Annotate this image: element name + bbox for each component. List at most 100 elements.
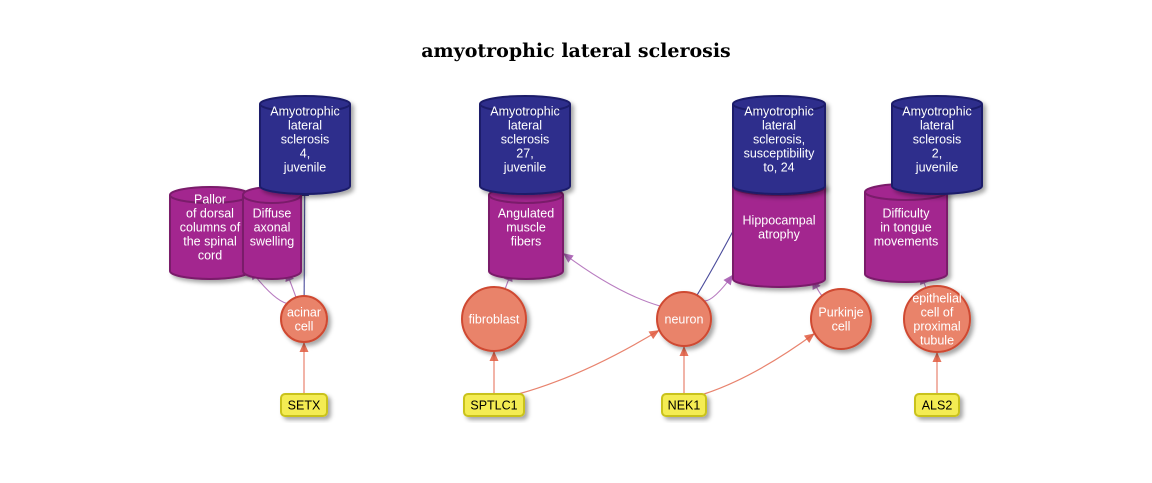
disease-cylinder-body <box>479 104 571 195</box>
node-label-line: swelling <box>250 235 295 249</box>
node-label-line: in tongue <box>880 221 931 235</box>
edge-arrowhead <box>563 253 574 263</box>
edge-g2-c2 <box>489 351 499 394</box>
edge-g3-c3 <box>679 346 689 394</box>
edge-c3-p3 <box>562 252 661 307</box>
gene-box <box>280 393 328 417</box>
gene-box <box>661 393 707 417</box>
node-label-line: Hippocampal <box>743 214 816 228</box>
phenotype-cylinder-body <box>864 192 948 283</box>
node-label-line: lateral <box>920 119 954 133</box>
node-label-line: Angulated <box>498 207 554 221</box>
node-label-line: susceptibility <box>744 147 816 161</box>
cell-circle <box>461 286 527 352</box>
node-label-line: SETX <box>288 399 321 413</box>
node-label-line: lateral <box>508 119 542 133</box>
edge-arrowhead <box>932 352 942 362</box>
node-label-line: neuron <box>665 313 704 327</box>
disease-cylinder-top <box>479 95 571 113</box>
node-label-line: 27, <box>516 147 533 161</box>
cell-node-c3[interactable]: neuron <box>656 291 712 347</box>
node-label-line: Amyotrophic <box>270 105 339 119</box>
node-label-line: movements <box>874 235 939 249</box>
gene-box <box>914 393 960 417</box>
node-label-line: Diffuse <box>253 207 292 221</box>
node-label-line: fibroblast <box>469 313 520 327</box>
node-label-line: epithelial <box>912 292 961 306</box>
node-label-line: juvenile <box>915 161 958 175</box>
phenotype-cylinder-body <box>732 187 826 288</box>
node-label-line: the spinal <box>183 235 237 249</box>
cell-node-c2[interactable]: fibroblast <box>461 286 527 352</box>
gene-node-g2[interactable]: SPTLC1 <box>463 393 525 417</box>
node-label-line: cell <box>295 320 314 334</box>
node-label-line: Difficulty <box>882 207 930 221</box>
gene-node-g3[interactable]: NEK1 <box>661 393 707 417</box>
node-label-line: SPTLC1 <box>470 399 517 413</box>
node-label-line: Pallor <box>194 193 226 207</box>
cell-circle <box>280 295 328 343</box>
edge-arrowhead <box>679 346 689 356</box>
disease-cylinder-top <box>891 95 983 113</box>
edge-g3-c4 <box>703 332 816 395</box>
edge-line <box>518 329 660 395</box>
edge-arrowhead <box>723 274 733 286</box>
phenotype-cylinder-body <box>488 195 564 280</box>
node-label-line: to, 24 <box>763 161 794 175</box>
node-label-line: cord <box>198 249 222 263</box>
edge-arrowhead <box>489 351 499 361</box>
node-label-line: 2, <box>932 147 942 161</box>
edge-g1-c1 <box>299 342 309 394</box>
cell-circle <box>810 288 872 350</box>
edge-line <box>303 185 306 297</box>
node-label-line: Amyotrophic <box>490 105 559 119</box>
node-label-line: 4, <box>300 147 310 161</box>
disease-node-d3[interactable]: Amyotrophiclateralsclerosis,susceptibili… <box>732 95 826 195</box>
node-label-line: sclerosis <box>913 133 962 147</box>
edge-c3-p4 <box>703 274 734 302</box>
disease-cylinder-body <box>891 104 983 195</box>
node-label-line: tubule <box>920 334 954 348</box>
disease-cylinder-top <box>259 95 351 113</box>
node-label-line: Amyotrophic <box>744 105 813 119</box>
node-label-line: fibers <box>511 235 542 249</box>
disease-cylinder-body <box>732 104 826 195</box>
edge-arrowhead <box>299 342 309 352</box>
node-label-line: NEK1 <box>668 399 701 413</box>
edge-arrowhead <box>803 333 815 343</box>
phenotype-cylinder-body <box>242 195 302 280</box>
edge-g2-c3 <box>518 329 660 395</box>
node-label-line: juvenile <box>503 161 546 175</box>
node-label-line: proximal <box>913 320 960 334</box>
node-label-line: of dorsal <box>186 207 234 221</box>
cell-circle <box>903 285 971 353</box>
gene-node-g1[interactable]: SETX <box>280 393 328 417</box>
node-label-line: lateral <box>762 119 796 133</box>
node-label-line: cell of <box>921 306 954 320</box>
edge-arrowhead <box>648 330 660 340</box>
gene-node-g4[interactable]: ALS2 <box>914 393 960 417</box>
node-label-line: cell <box>832 320 851 334</box>
node-label-line: columns of <box>180 221 241 235</box>
cell-circle <box>656 291 712 347</box>
edge-g4-c5 <box>932 352 942 394</box>
node-label-line: sclerosis <box>281 133 330 147</box>
node-label-line: sclerosis <box>501 133 550 147</box>
node-label-line: Amyotrophic <box>902 105 971 119</box>
node-label-line: atrophy <box>758 228 800 242</box>
node-label-line: ALS2 <box>922 399 953 413</box>
node-label-line: juvenile <box>283 161 326 175</box>
edge-line <box>703 332 816 395</box>
